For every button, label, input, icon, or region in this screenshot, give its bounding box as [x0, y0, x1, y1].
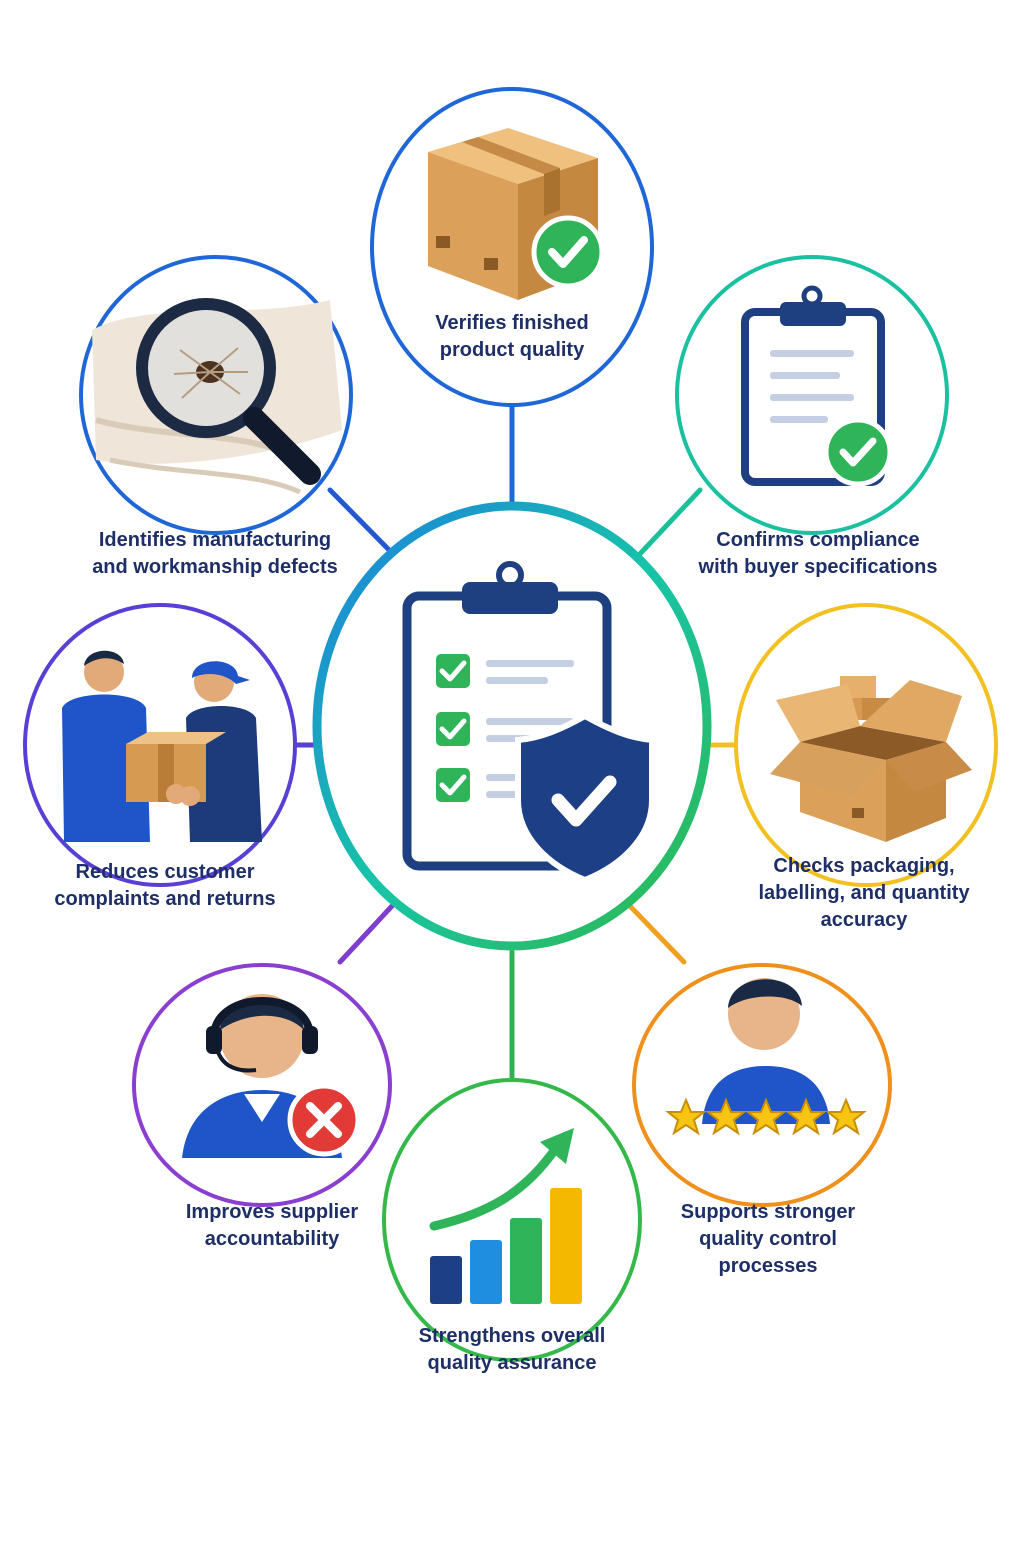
- node-label-supports: Supports stronger quality control proces…: [680, 1201, 856, 1277]
- node-label-identifies: Identifies manufacturing and workmanship…: [92, 529, 338, 578]
- person-five-stars-icon: [665, 978, 867, 1136]
- open-box-icon: [770, 676, 972, 842]
- connector-confirms: [635, 487, 703, 559]
- support-agent-reject-icon: [182, 994, 361, 1158]
- node-label-reduces: Reduces customer complaints and returns: [54, 861, 276, 910]
- connector-identifies: [327, 487, 398, 559]
- rating-stars: [665, 1097, 867, 1136]
- box-check-icon: [428, 128, 605, 300]
- node-label-checks: Checks packaging, labelling, and quantit…: [758, 855, 970, 931]
- node-label-improves: Improves supplier accountability: [185, 1201, 359, 1250]
- box-handover-icon: [62, 650, 262, 842]
- clipboard-check-icon: [741, 285, 893, 487]
- connector-improves: [337, 903, 395, 965]
- node-label-strengthens: Strengthens overall quality assurance: [418, 1325, 606, 1374]
- magnifier-fabric-defect-icon: [92, 298, 342, 495]
- node-label-confirms: Confirms compliance with buyer specifica…: [698, 529, 938, 578]
- connectors: [279, 399, 743, 1083]
- node-label-verifies: Verifies finished product quality: [435, 312, 589, 361]
- clipboard-checklist-shield-icon: [402, 561, 655, 884]
- growth-bar-chart-icon: [429, 1128, 582, 1304]
- connector-supports: [627, 903, 687, 965]
